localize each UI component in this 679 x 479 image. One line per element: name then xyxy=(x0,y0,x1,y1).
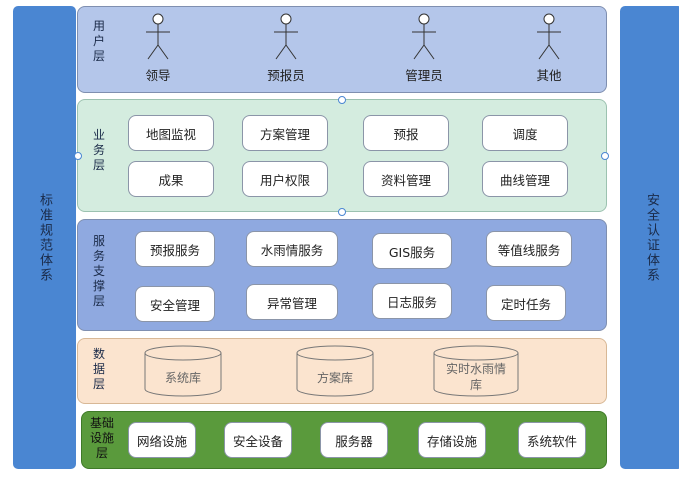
data-layer-title-text: 数据层 xyxy=(92,347,105,391)
db-label: 方案库 xyxy=(316,371,353,385)
service-layer-title-text: 服务支撑层 xyxy=(92,234,105,308)
dispatch-box[interactable]: 调度 xyxy=(482,115,568,151)
security-device-box[interactable]: 安全设备 xyxy=(224,422,292,458)
service-layer-title: 服务支撑层 xyxy=(92,234,106,309)
user-layer-title-text: 用户层 xyxy=(92,19,105,63)
forecast-box[interactable]: 预报 xyxy=(363,115,449,151)
db-label: 系统库 xyxy=(164,371,201,385)
user-layer-title: 用户层 xyxy=(92,19,106,64)
plan-management-box[interactable]: 方案管理 xyxy=(242,115,328,151)
user-layer: 用户层 领导 预报员 管理员 xyxy=(77,6,607,93)
data-layer-title: 数据层 xyxy=(92,347,106,392)
realtime-hydro-rain-db[interactable]: 实时水雨情库 xyxy=(433,345,519,397)
left-standards-bar: 标准规范体系 xyxy=(13,6,76,469)
selection-handle-right[interactable] xyxy=(601,152,609,160)
actor-label: 领导 xyxy=(145,68,171,83)
exception-management-box[interactable]: 异常管理 xyxy=(246,284,338,320)
db-label: 实时水雨情库 xyxy=(445,362,506,392)
right-security-bar: 安全认证体系 xyxy=(620,6,679,469)
database-cylinder-icon xyxy=(296,345,374,397)
selection-handle-left[interactable] xyxy=(74,152,82,160)
person-icon xyxy=(537,13,561,60)
actor-forecaster: 预报员 xyxy=(256,13,316,84)
results-box[interactable]: 成果 xyxy=(128,161,214,197)
actor-other: 其他 xyxy=(519,13,579,84)
data-layer: 数据层 系统库 方案库 实时水雨情库 xyxy=(77,338,607,404)
gis-service-box[interactable]: GIS服务 xyxy=(372,233,452,269)
map-monitor-box[interactable]: 地图监视 xyxy=(128,115,214,151)
business-layer-title-text: 业务层 xyxy=(92,128,105,172)
selection-handle-bottom[interactable] xyxy=(338,208,346,216)
person-icon xyxy=(146,13,170,60)
person-icon xyxy=(412,13,436,60)
scheduled-task-box[interactable]: 定时任务 xyxy=(486,285,566,321)
security-management-box[interactable]: 安全管理 xyxy=(135,286,215,322)
database-cylinder-icon xyxy=(144,345,222,397)
forecast-service-box[interactable]: 预报服务 xyxy=(135,231,215,267)
actor-leader: 领导 xyxy=(128,13,188,84)
infra-layer-title: 基础设施层 xyxy=(88,416,116,461)
system-db[interactable]: 系统库 xyxy=(144,345,222,397)
system-software-box[interactable]: 系统软件 xyxy=(518,422,586,458)
actor-label: 管理员 xyxy=(405,68,443,83)
actor-label: 预报员 xyxy=(267,68,305,83)
infra-layer: 基础设施层 网络设施 安全设备 服务器 存储设施 系统软件 xyxy=(81,411,607,469)
selection-handle-top[interactable] xyxy=(338,96,346,104)
log-service-box[interactable]: 日志服务 xyxy=(372,283,452,319)
contour-service-box[interactable]: 等值线服务 xyxy=(486,231,572,267)
business-layer-title: 业务层 xyxy=(92,128,106,173)
user-permission-box[interactable]: 用户权限 xyxy=(242,161,328,197)
curve-management-box[interactable]: 曲线管理 xyxy=(482,161,568,197)
actor-label: 其他 xyxy=(536,68,562,83)
infra-layer-title-text: 基础设施层 xyxy=(89,416,114,460)
person-icon xyxy=(274,13,298,60)
network-facility-box[interactable]: 网络设施 xyxy=(128,422,196,458)
plan-db[interactable]: 方案库 xyxy=(296,345,374,397)
database-cylinder-icon xyxy=(433,345,519,397)
actor-admin: 管理员 xyxy=(394,13,454,84)
business-layer: 业务层 地图监视 方案管理 预报 调度 成果 用户权限 资料管理 曲线管理 xyxy=(77,99,607,212)
server-box[interactable]: 服务器 xyxy=(320,422,388,458)
hydro-rain-service-box[interactable]: 水雨情服务 xyxy=(246,231,338,267)
left-bar-label: 标准规范体系 xyxy=(37,192,52,283)
data-management-box[interactable]: 资料管理 xyxy=(363,161,449,197)
service-layer: 服务支撑层 预报服务 水雨情服务 GIS服务 等值线服务 安全管理 异常管理 日… xyxy=(77,219,607,331)
storage-facility-box[interactable]: 存储设施 xyxy=(418,422,486,458)
right-bar-label: 安全认证体系 xyxy=(644,192,659,283)
